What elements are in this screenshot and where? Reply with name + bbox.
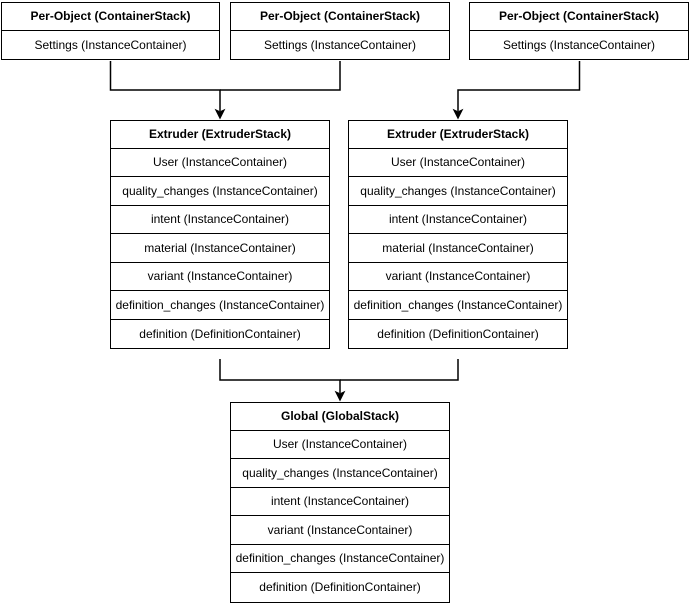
connector-perobject1-to-extruder1 [109, 61, 221, 111]
per-object-stack-3-rows: Settings (InstanceContainer) [470, 31, 688, 60]
arrowhead-into-global [334, 390, 346, 402]
container-row: definition_changes (InstanceContainer) [231, 545, 449, 573]
connector-perobject3-to-extruder2 [457, 61, 581, 111]
container-row: variant (InstanceContainer) [111, 263, 329, 291]
container-row: intent (InstanceContainer) [111, 206, 329, 234]
extruder-stack-2-rows: User (InstanceContainer)quality_changes … [349, 149, 567, 349]
arrowhead-into-extruder1 [214, 108, 226, 120]
container-row: User (InstanceContainer) [349, 149, 567, 177]
connector-extruder2-to-global [340, 359, 459, 381]
per-object-stack-3: Per-Object (ContainerStack) Settings (In… [469, 2, 689, 60]
global-stack-title: Global (GlobalStack) [231, 403, 449, 431]
per-object-stack-1-rows: Settings (InstanceContainer) [2, 31, 219, 60]
arrowhead-into-extruder2 [452, 108, 464, 120]
global-stack-rows: User (InstanceContainer)quality_changes … [231, 431, 449, 602]
connector-perobject2-to-extruder1 [220, 61, 341, 91]
container-row: intent (InstanceContainer) [231, 488, 449, 516]
global-stack: Global (GlobalStack) User (InstanceConta… [230, 402, 450, 603]
container-row: Settings (InstanceContainer) [502, 37, 656, 52]
per-object-stack-3-title: Per-Object (ContainerStack) [470, 3, 688, 31]
container-row: variant (InstanceContainer) [349, 263, 567, 291]
extruder-stack-2: Extruder (ExtruderStack) User (InstanceC… [348, 120, 568, 349]
extruder-stack-2-title: Extruder (ExtruderStack) [349, 121, 567, 149]
container-row: User (InstanceContainer) [231, 431, 449, 459]
per-object-stack-2-rows: Settings (InstanceContainer) [231, 31, 449, 60]
container-row: intent (InstanceContainer) [349, 206, 567, 234]
container-row: Settings (InstanceContainer) [263, 37, 417, 52]
container-row: definition (DefinitionContainer) [259, 580, 421, 595]
connector-extruder1-to-global [219, 359, 341, 393]
container-row: quality_changes (InstanceContainer) [349, 177, 567, 206]
container-row: quality_changes (InstanceContainer) [111, 177, 329, 206]
per-object-stack-2-title: Per-Object (ContainerStack) [231, 3, 449, 31]
extruder-stack-1: Extruder (ExtruderStack) User (InstanceC… [110, 120, 330, 349]
container-row: definition (DefinitionContainer) [377, 326, 539, 341]
per-object-stack-1-title: Per-Object (ContainerStack) [2, 3, 219, 31]
extruder-stack-1-rows: User (InstanceContainer)quality_changes … [111, 149, 329, 349]
container-row: definition_changes (InstanceContainer) [111, 291, 329, 320]
container-row: material (InstanceContainer) [111, 234, 329, 263]
per-object-stack-1: Per-Object (ContainerStack) Settings (In… [1, 2, 220, 60]
container-row: material (InstanceContainer) [349, 234, 567, 263]
container-row: definition (DefinitionContainer) [139, 326, 301, 341]
container-row: quality_changes (InstanceContainer) [231, 459, 449, 488]
extruder-stack-1-title: Extruder (ExtruderStack) [111, 121, 329, 149]
container-row: variant (InstanceContainer) [231, 516, 449, 545]
per-object-stack-2: Per-Object (ContainerStack) Settings (In… [230, 2, 450, 60]
container-row: definition_changes (InstanceContainer) [349, 291, 567, 320]
container-row: User (InstanceContainer) [111, 149, 329, 177]
container-row: Settings (InstanceContainer) [34, 37, 187, 52]
